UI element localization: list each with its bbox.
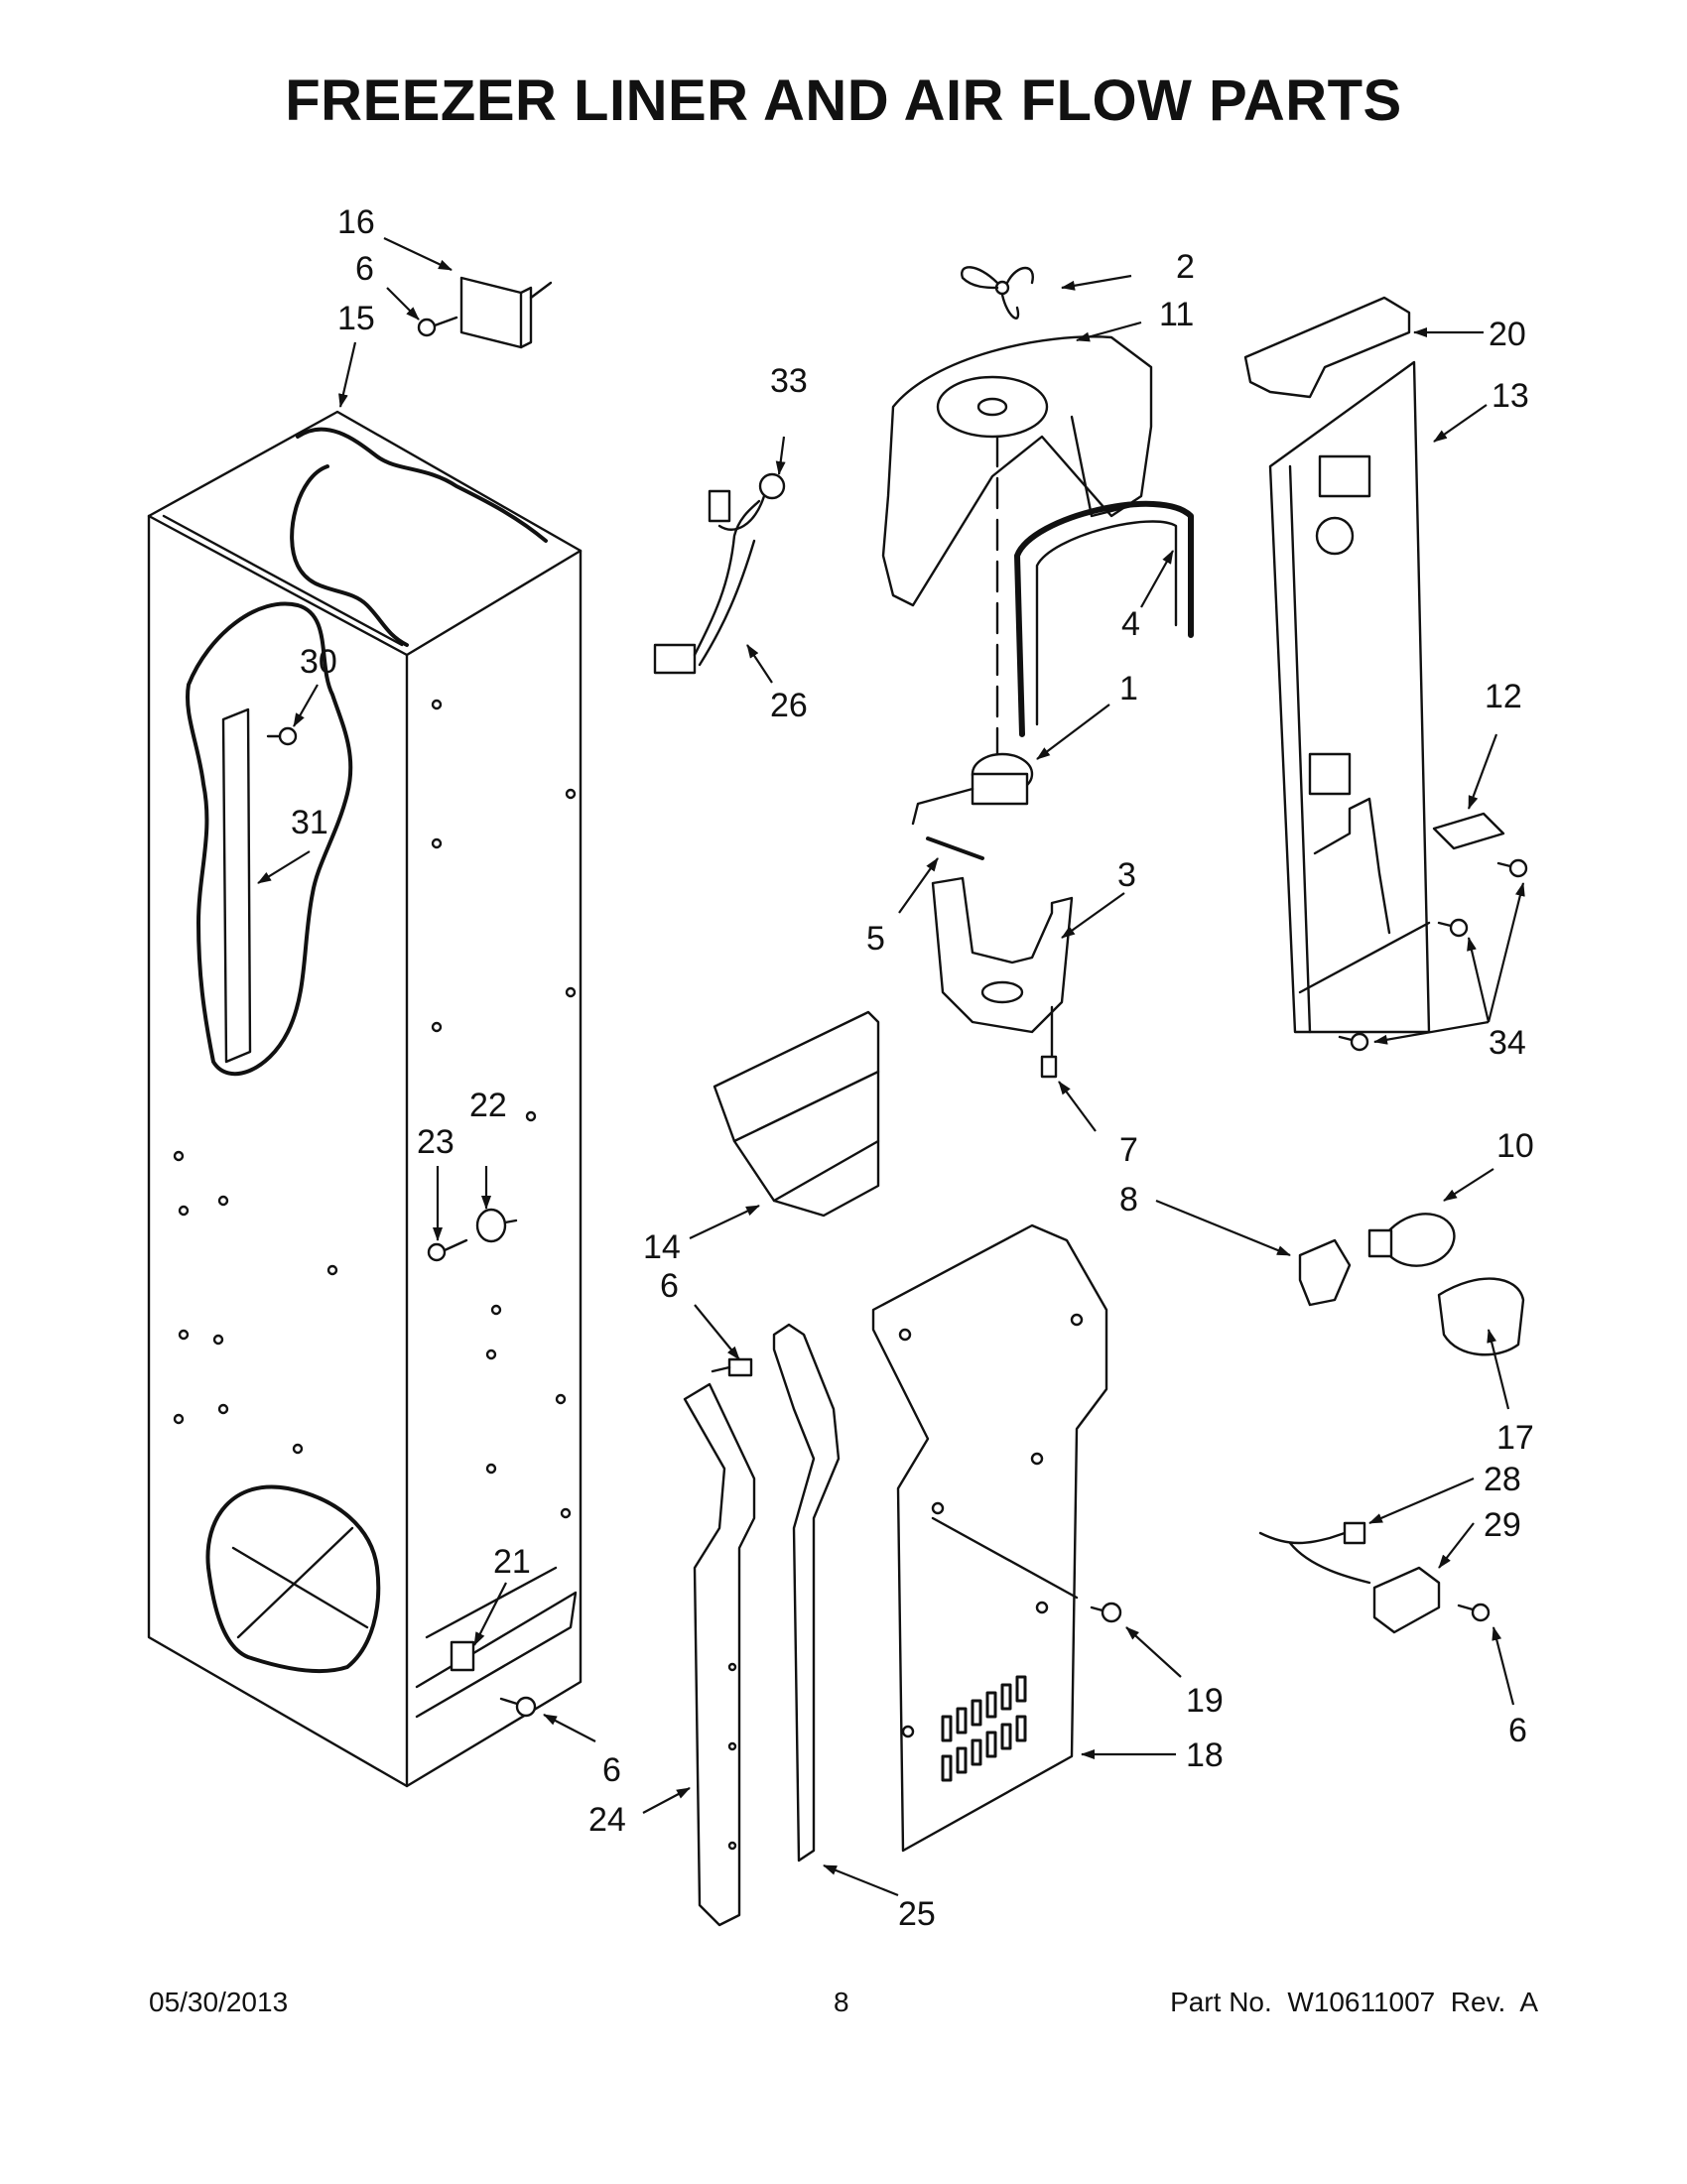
callout-labels: 16 6 15 33 2 11 20 13 26 4 30 1 12 31 3 …: [291, 203, 1534, 1933]
callout-13: 13: [1492, 377, 1529, 415]
callout-34: 34: [1489, 1024, 1526, 1062]
page-title: FREEZER LINER AND AIR FLOW PARTS: [285, 68, 1402, 133]
callout-14: 14: [643, 1228, 681, 1266]
callout-29: 29: [1484, 1506, 1521, 1544]
callout-28: 28: [1484, 1461, 1521, 1498]
screw: [1040, 1005, 1058, 1079]
switch: [1372, 1566, 1441, 1634]
callout-25: 25: [898, 1895, 936, 1933]
callout-22: 22: [469, 1087, 507, 1124]
fan-motor: [911, 752, 1034, 826]
light-shield: [1437, 1277, 1525, 1356]
callout-21: 21: [493, 1543, 531, 1581]
thermistor: [475, 1208, 518, 1243]
screw: [711, 1357, 753, 1377]
wire-harness: [1258, 1521, 1371, 1585]
callout-17: 17: [1496, 1419, 1534, 1457]
clip: [450, 1640, 475, 1672]
callout-6: 6: [1508, 1712, 1527, 1749]
screw: [1090, 1602, 1122, 1623]
callout-6: 6: [660, 1267, 679, 1305]
callout-20: 20: [1489, 316, 1526, 353]
gasket: [1014, 500, 1194, 737]
callout-30: 30: [300, 643, 337, 681]
callout-3: 3: [1117, 856, 1136, 894]
freezer-liner: [147, 410, 583, 1788]
air-tower-cover: [871, 1223, 1108, 1853]
screw: [266, 726, 298, 746]
callout-15: 15: [337, 300, 375, 337]
callout-10: 10: [1496, 1127, 1534, 1165]
callout-23: 23: [417, 1123, 454, 1161]
callout-26: 26: [770, 687, 808, 724]
callout-6: 6: [602, 1751, 621, 1789]
light-socket: [1298, 1238, 1352, 1307]
footer-date: 05/30/2013: [149, 1987, 289, 2017]
callout-1: 1: [1119, 670, 1138, 707]
fan-blade: [961, 266, 1034, 320]
screw: [427, 1238, 468, 1262]
callout-6: 6: [355, 250, 374, 288]
callout-33: 33: [770, 362, 808, 400]
rear-panel: [1268, 360, 1431, 1034]
motor-mount: [931, 876, 1074, 1034]
light-bulb: [1367, 1213, 1456, 1267]
clip: [1432, 812, 1505, 850]
screw: [1457, 1603, 1491, 1622]
support-bracket: [683, 1382, 756, 1927]
wire-harness: [653, 472, 786, 675]
callout-11: 11: [1159, 296, 1194, 333]
air-duct: [713, 1010, 880, 1218]
callout-4: 4: [1121, 605, 1140, 643]
callout-2: 2: [1176, 248, 1195, 286]
screws: [1338, 858, 1528, 1052]
callout-5: 5: [866, 920, 885, 958]
callout-18: 18: [1186, 1736, 1224, 1774]
callout-12: 12: [1485, 678, 1522, 715]
screw: [417, 316, 458, 337]
leader-lines: [257, 237, 1525, 1897]
callout-31: 31: [291, 804, 328, 841]
strap: [926, 836, 984, 860]
callout-19: 19: [1186, 1682, 1224, 1720]
callout-24: 24: [588, 1801, 626, 1839]
screw: [499, 1696, 537, 1718]
callout-7: 7: [1119, 1131, 1138, 1169]
callout-16: 16: [337, 203, 375, 241]
mounting-bracket: [459, 276, 553, 349]
footer-part-number: Part No. W10611007 Rev. A: [1170, 1987, 1538, 2017]
foam-strip: [772, 1323, 841, 1863]
callout-8: 8: [1119, 1181, 1138, 1219]
air-duct-cover: [1243, 296, 1411, 399]
footer-page-number: 8: [834, 1987, 849, 2017]
